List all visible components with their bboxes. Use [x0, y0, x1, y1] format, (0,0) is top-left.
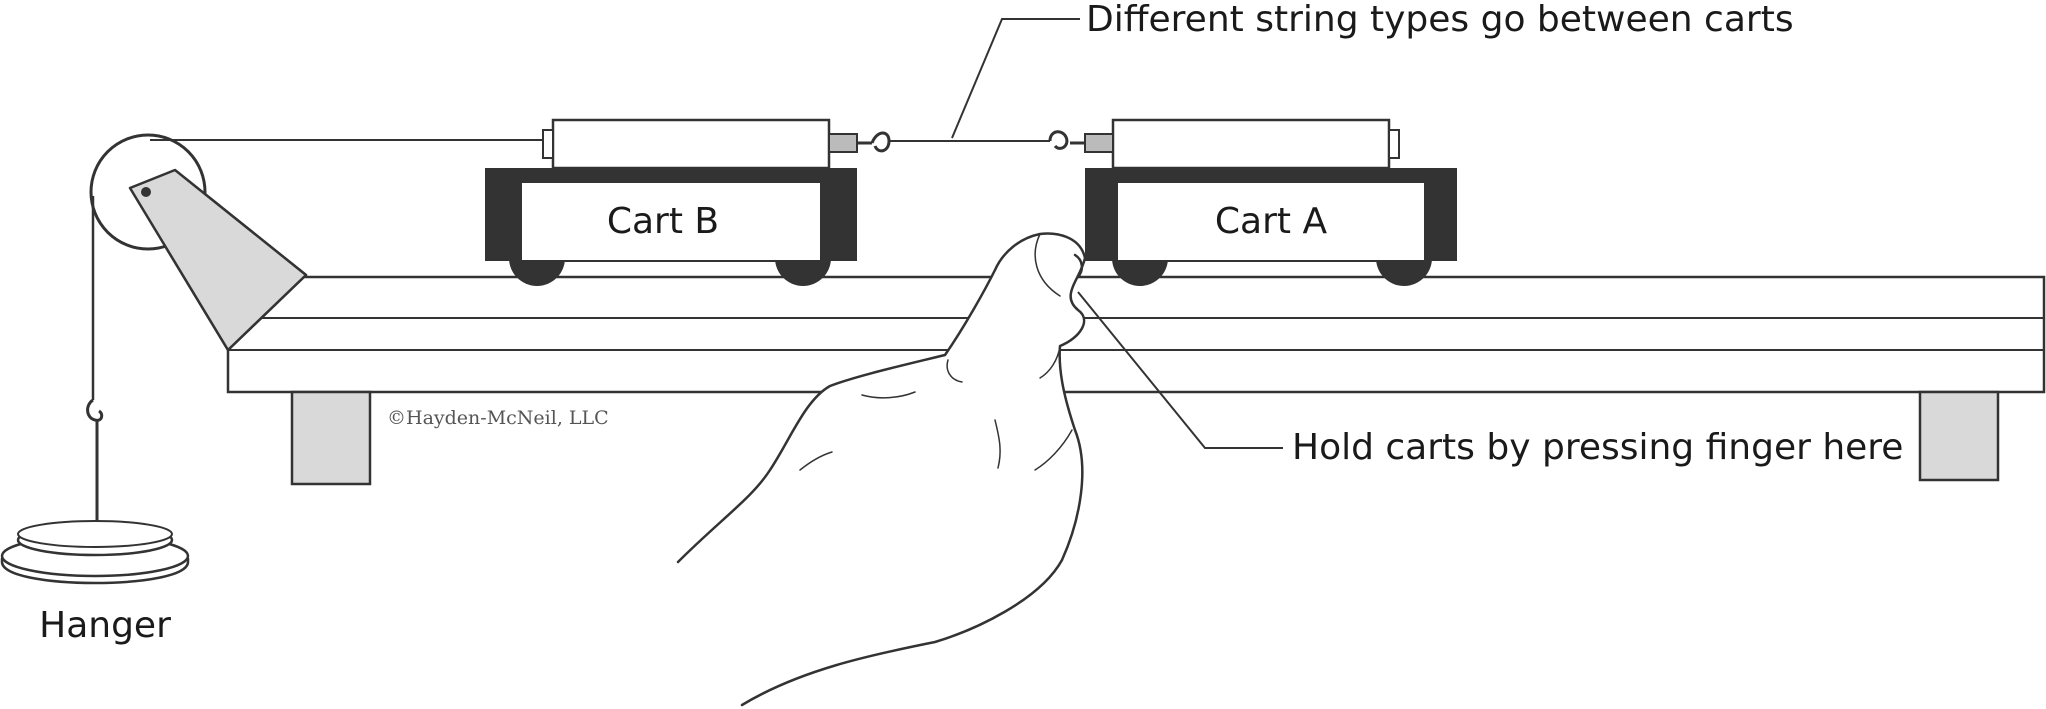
string-callout-label: Different string types go between carts — [1086, 0, 1794, 40]
hanger-label: Hanger — [39, 605, 171, 646]
hand-illustration — [676, 232, 1087, 707]
pulley-wheel — [89, 133, 308, 352]
cart-b-label: Cart B — [607, 201, 719, 242]
string-callout-line — [951, 18, 1080, 139]
track-leg-left — [290, 390, 372, 486]
cart-a — [1070, 118, 1457, 286]
track-leg-right — [1918, 390, 2000, 482]
finger-callout-label: Hold carts by pressing finger here — [1292, 427, 1903, 468]
finger-callout-line — [1077, 291, 1283, 449]
cart-a-label: Cart A — [1215, 201, 1328, 242]
hanger-weight — [0, 398, 190, 585]
connecting-string — [870, 130, 1069, 153]
cart-b — [485, 118, 872, 286]
copyright-notice: ©Hayden-McNeil, LLC — [387, 407, 609, 429]
track — [226, 275, 2046, 394]
